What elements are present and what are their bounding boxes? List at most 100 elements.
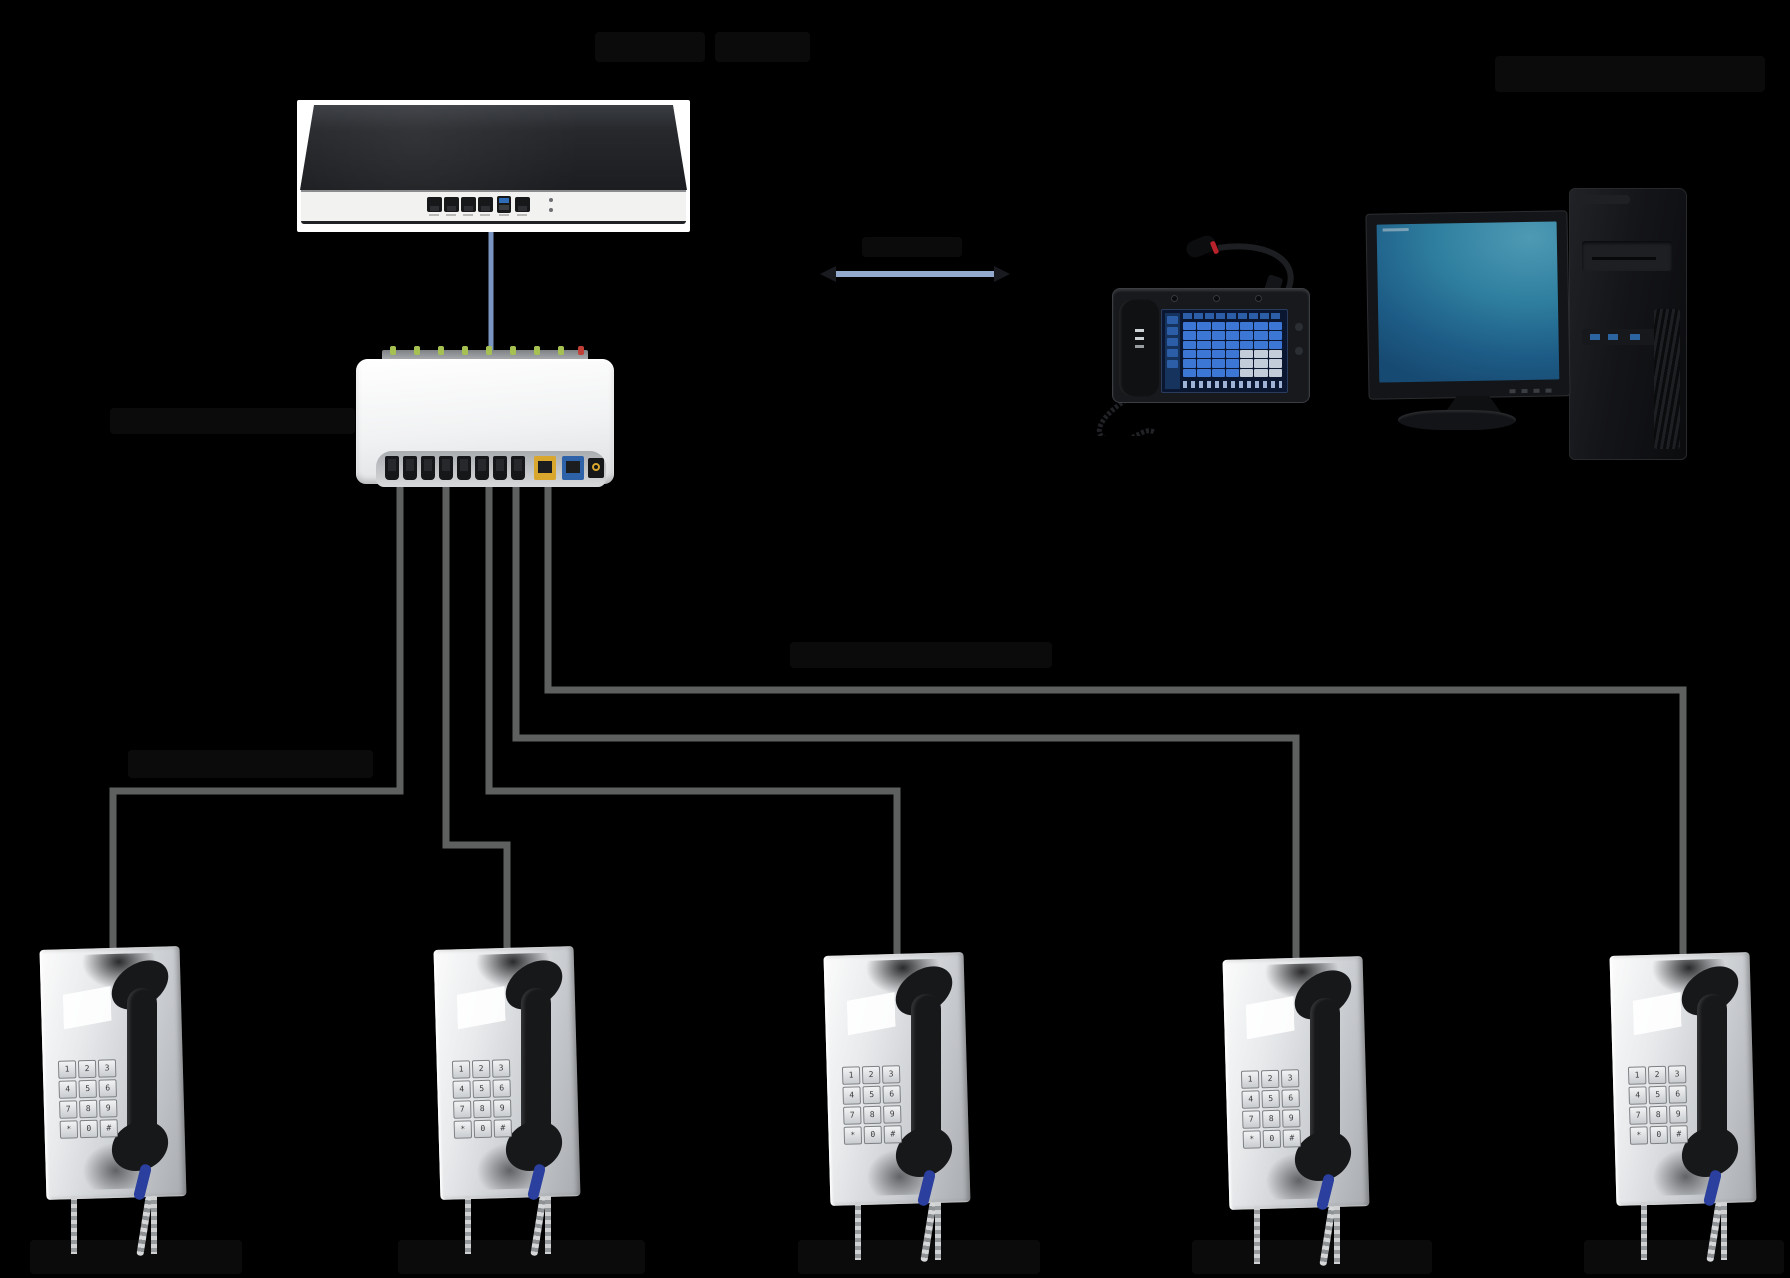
mounting-cable bbox=[1641, 1202, 1647, 1260]
keypad-key: 3 bbox=[1667, 1065, 1687, 1084]
screen-grid-button bbox=[1254, 359, 1268, 368]
port-led bbox=[414, 346, 420, 355]
keypad-key: 8 bbox=[79, 1099, 98, 1119]
cable-gateway-to-phone-1 bbox=[109, 470, 404, 952]
keypad-key: 5 bbox=[1648, 1085, 1667, 1105]
screen-grid-button bbox=[1268, 368, 1282, 377]
keypad-key: 7 bbox=[1242, 1110, 1261, 1129]
keypad-key: 6 bbox=[1281, 1089, 1300, 1108]
screen-icon-row bbox=[1183, 381, 1282, 388]
keypad-key: 8 bbox=[863, 1105, 882, 1125]
keypad-key: 2 bbox=[1260, 1069, 1280, 1089]
keypad-key: # bbox=[1282, 1129, 1302, 1148]
keypad-key: 7 bbox=[59, 1100, 78, 1119]
port-led bbox=[462, 346, 468, 355]
mounting-cable bbox=[855, 1202, 861, 1260]
port-led bbox=[390, 346, 396, 355]
keypad-key: 3 bbox=[97, 1059, 117, 1078]
keypad-key: 3 bbox=[881, 1065, 901, 1084]
screen-grid-button bbox=[1225, 322, 1240, 331]
speaker-hole-icon bbox=[1255, 295, 1262, 302]
screen-grid-button bbox=[1183, 340, 1197, 349]
lan-link-arrowhead-left bbox=[820, 266, 836, 282]
mounting-cable bbox=[465, 1196, 471, 1254]
ethernet-port-icon bbox=[478, 197, 493, 212]
keypad-key: 0 bbox=[473, 1119, 493, 1139]
mounting-cable bbox=[1721, 1202, 1727, 1260]
keypad-key: 4 bbox=[842, 1086, 861, 1105]
keypad-key: * bbox=[1242, 1130, 1262, 1149]
keypad-key: # bbox=[493, 1119, 513, 1138]
keypad-key: 7 bbox=[453, 1100, 472, 1119]
screen-grid-button bbox=[1225, 340, 1240, 349]
fxs-port-icon bbox=[403, 456, 417, 480]
screen-grid-button bbox=[1211, 368, 1225, 377]
cable-gateway-to-phone-4 bbox=[512, 470, 1300, 960]
keypad-key: * bbox=[453, 1120, 473, 1139]
obscured-label bbox=[862, 237, 962, 257]
keypad-key: 8 bbox=[1649, 1105, 1668, 1125]
mounting-cable bbox=[935, 1202, 941, 1260]
screen-grid-button bbox=[1225, 368, 1240, 377]
power-jack-icon bbox=[588, 458, 604, 478]
screen-grid-button bbox=[1240, 368, 1254, 377]
keypad-key: 5 bbox=[78, 1079, 97, 1099]
screen-grid-button bbox=[1211, 359, 1225, 368]
screen-grid-button bbox=[1254, 349, 1268, 359]
screen-grid-button bbox=[1211, 340, 1225, 349]
status-led bbox=[549, 208, 553, 212]
screen-grid-button bbox=[1197, 368, 1211, 377]
console-handset bbox=[1119, 299, 1159, 397]
voice-gateway bbox=[356, 346, 614, 487]
obscured-label bbox=[595, 32, 705, 62]
keypad-key: 3 bbox=[491, 1059, 511, 1078]
keypad-key: 0 bbox=[863, 1125, 883, 1145]
usb-ports-icon bbox=[497, 196, 511, 213]
hook-highlight bbox=[63, 986, 112, 1029]
screen-grid-button bbox=[1268, 359, 1282, 368]
mounting-cable bbox=[151, 1196, 157, 1254]
keypad-key: 7 bbox=[843, 1106, 862, 1125]
fxs-port-icon bbox=[385, 456, 399, 480]
keypad-key: 5 bbox=[472, 1079, 491, 1099]
screen-grid-button bbox=[1240, 349, 1254, 359]
dispatch-console bbox=[1090, 232, 1314, 436]
ethernet-port-icon bbox=[461, 197, 476, 212]
keypad-key: 6 bbox=[98, 1079, 117, 1098]
screen-grid-button bbox=[1268, 340, 1282, 349]
obscured-label bbox=[1584, 1240, 1784, 1274]
obscured-label bbox=[1495, 56, 1765, 92]
ethernet-port-icon bbox=[427, 197, 442, 212]
cable-gateway-to-phone-5 bbox=[544, 470, 1687, 956]
speaker-hole-icon bbox=[1213, 295, 1220, 302]
screen-top-bar bbox=[1183, 313, 1282, 319]
monitor-stand-base bbox=[1398, 410, 1516, 430]
fxs-port-icon bbox=[511, 456, 525, 480]
fxs-port-icon bbox=[475, 456, 489, 480]
obscured-label bbox=[128, 750, 373, 778]
cable-gateway-to-phone-3 bbox=[485, 470, 901, 956]
screen-button-grid bbox=[1183, 322, 1282, 377]
obscured-label bbox=[30, 1240, 242, 1274]
screen-grid-button bbox=[1254, 322, 1268, 331]
screen-grid-button bbox=[1240, 359, 1254, 368]
hook-highlight bbox=[457, 986, 506, 1029]
keypad-key: 1 bbox=[451, 1060, 471, 1079]
keypad-key: 4 bbox=[452, 1080, 471, 1099]
status-led bbox=[549, 198, 553, 202]
keypad-key: 9 bbox=[1282, 1109, 1301, 1128]
monitor-screen bbox=[1376, 221, 1560, 383]
keypad-key: 8 bbox=[473, 1099, 492, 1119]
ip-pbx-server bbox=[297, 100, 690, 232]
hook-highlight bbox=[1633, 992, 1682, 1035]
pc-monitor bbox=[1365, 210, 1571, 400]
screen-grid-button bbox=[1225, 349, 1240, 359]
screen-grid-button bbox=[1254, 331, 1268, 340]
keypad-key: 9 bbox=[1669, 1105, 1688, 1124]
